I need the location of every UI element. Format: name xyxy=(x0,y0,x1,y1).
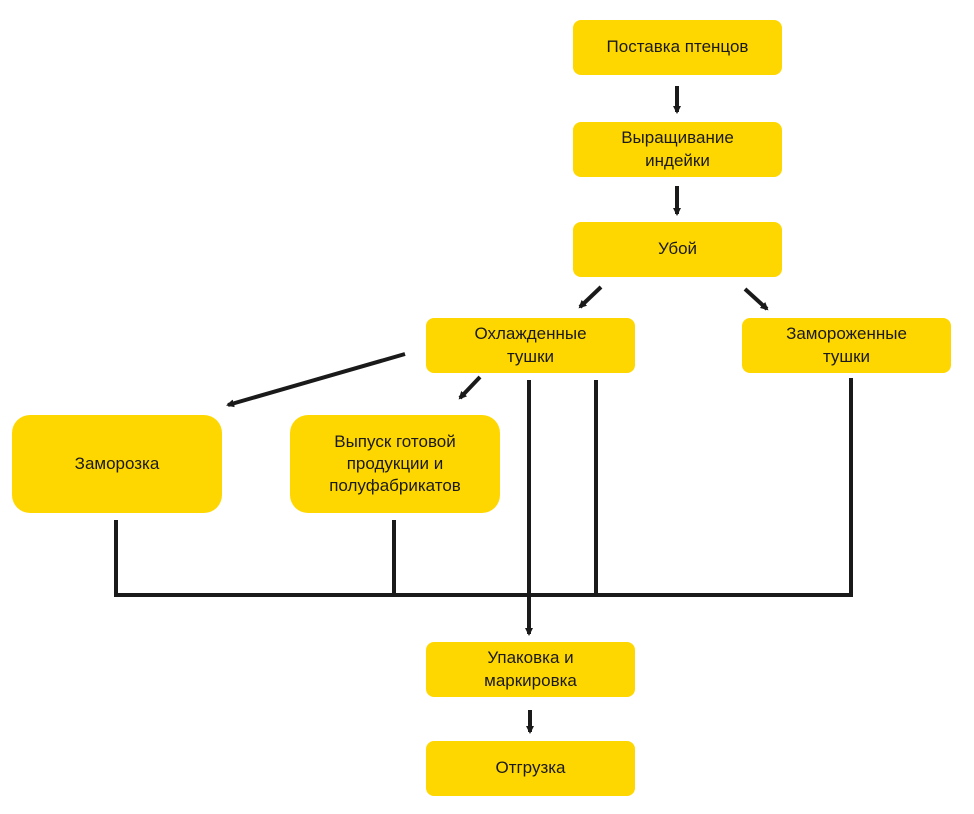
node-finished-products: Выпуск готовой продукции и полуфабрикато… xyxy=(290,415,500,513)
node-shipment: Отгрузка xyxy=(426,741,635,796)
node-chilled-carcasses: Охлажденные тушки xyxy=(426,318,635,373)
node-freezing: Заморозка xyxy=(12,415,222,513)
node-slaughter: Убой xyxy=(573,222,782,277)
arrow-chilled-to-freezing xyxy=(226,352,406,408)
node-frozen-carcasses: Замороженные тушки xyxy=(742,318,951,373)
node-chick-supply: Поставка птенцов xyxy=(573,20,782,75)
arrow-slaughter-to-frozen xyxy=(743,287,769,311)
node-turkey-raising: Выращивание индейки xyxy=(573,122,782,177)
arrow-chilled-to-finished xyxy=(458,375,482,400)
node-packing-labeling: Упаковка и маркировка xyxy=(426,642,635,697)
arrow-slaughter-to-chilled xyxy=(578,285,603,309)
